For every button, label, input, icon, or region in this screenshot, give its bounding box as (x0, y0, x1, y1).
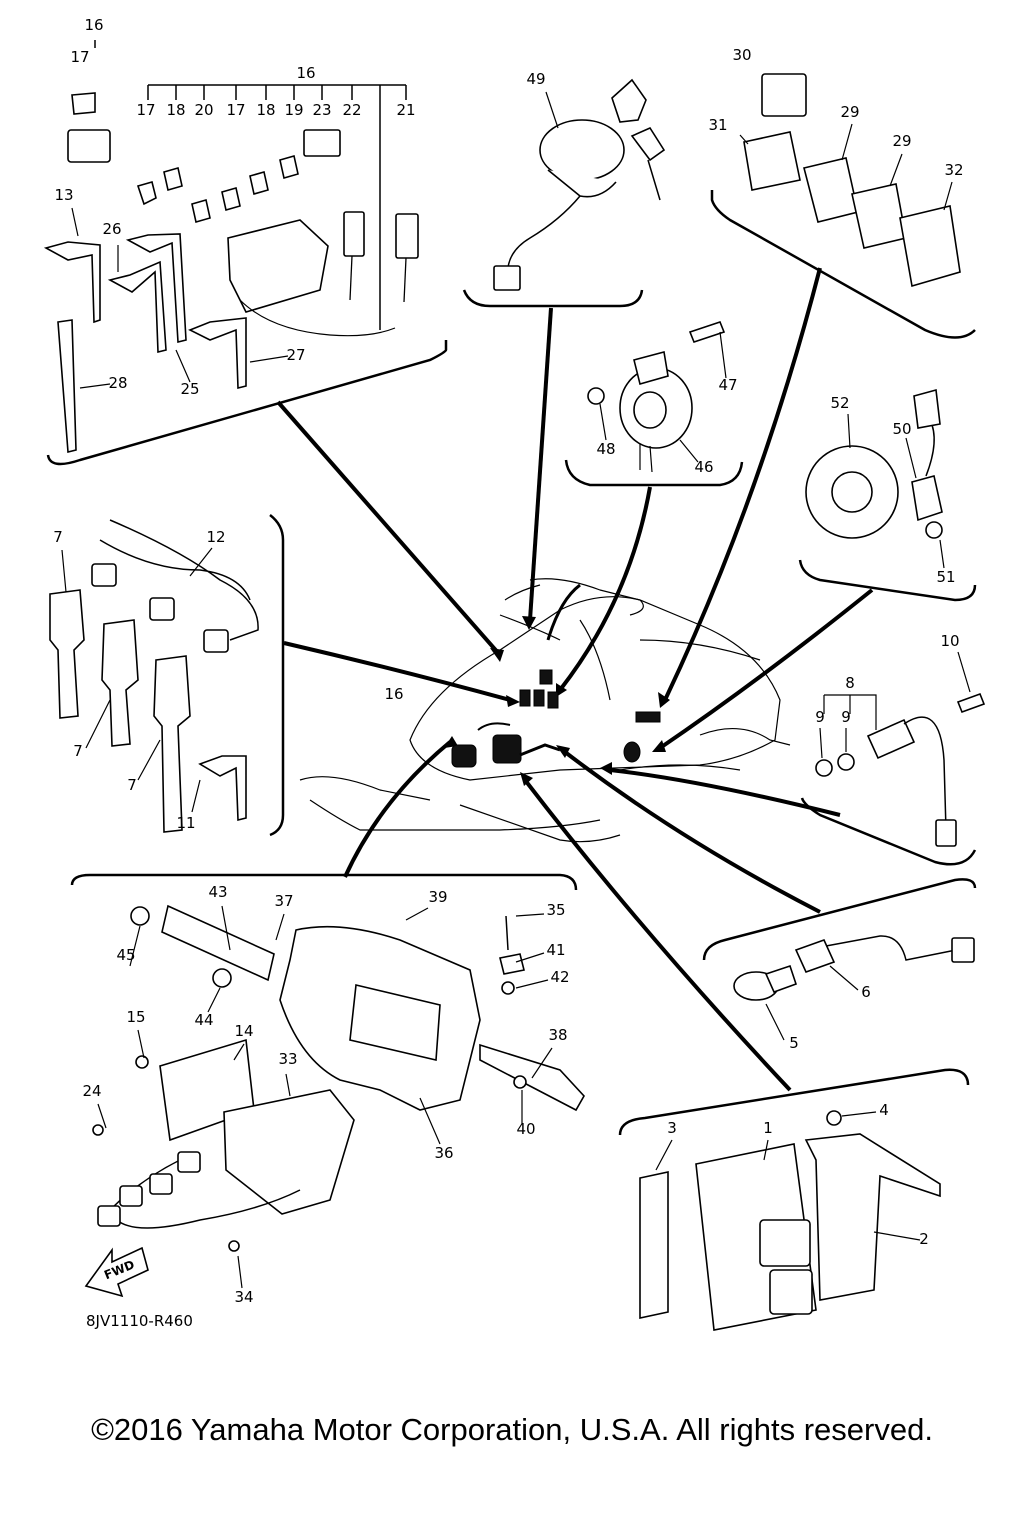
callout-6: 6 (861, 983, 871, 1001)
callout-18: 18 (166, 101, 185, 119)
ecu-bracket-group (84, 904, 585, 1298)
callout-17: 17 (226, 101, 245, 119)
callout-15: 15 (126, 1008, 145, 1026)
callout-1: 1 (763, 1119, 773, 1137)
callout-34: 34 (234, 1288, 253, 1306)
callout-2: 2 (919, 1230, 929, 1248)
callout-7: 7 (53, 528, 63, 546)
callout-41: 41 (546, 941, 565, 959)
callout-48: 48 (596, 440, 615, 458)
callout-33: 33 (278, 1050, 297, 1068)
callout-29: 29 (892, 132, 911, 150)
callout-22: 22 (342, 101, 361, 119)
callout-49: 49 (526, 70, 545, 88)
callout-29: 29 (840, 103, 859, 121)
callout-50: 50 (892, 420, 911, 438)
callout-5: 5 (789, 1034, 799, 1052)
callout-47: 47 (718, 376, 737, 394)
speed-sensor-group (805, 388, 945, 569)
callout-21: 21 (396, 101, 415, 119)
fwd-arrow-icon (84, 1246, 149, 1298)
callout-7: 7 (127, 776, 137, 794)
callout-30: 30 (732, 46, 751, 64)
copyright-notice: ©2016 Yamaha Motor Corporation, U.S.A. A… (91, 1412, 933, 1447)
callout-43: 43 (208, 883, 227, 901)
callout-9: 9 (815, 708, 825, 726)
callout-46: 46 (694, 458, 713, 476)
callout-17: 17 (136, 101, 155, 119)
callout-31: 31 (708, 116, 727, 134)
callout-27: 27 (286, 346, 305, 364)
callout-3: 3 (667, 1119, 677, 1137)
snowmobile-vehicle (299, 578, 791, 843)
callout-11: 11 (176, 814, 195, 832)
fuse-box-group (43, 40, 419, 454)
callout-23: 23 (312, 101, 331, 119)
relay-group (739, 73, 961, 288)
callout-45: 45 (116, 946, 135, 964)
main-switch-group (493, 78, 666, 291)
callout-16: 16 (296, 64, 315, 82)
horn-group (587, 321, 727, 473)
callout-28: 28 (108, 374, 127, 392)
callout-24: 24 (82, 1082, 101, 1100)
leader-arrowheads (444, 616, 670, 786)
callout-36: 36 (434, 1144, 453, 1162)
callout-14: 14 (234, 1022, 253, 1040)
callout-26: 26 (102, 220, 121, 238)
callout-51: 51 (936, 568, 955, 586)
callout-9: 9 (841, 708, 851, 726)
callout-40: 40 (516, 1120, 535, 1138)
callout-12: 12 (206, 528, 225, 546)
callout-20: 20 (194, 101, 213, 119)
callout-7: 7 (73, 742, 83, 760)
callout-38: 38 (548, 1026, 567, 1044)
drawing-code: 8JV1110-R460 (86, 1312, 193, 1330)
callout-32: 32 (944, 161, 963, 179)
callout-4: 4 (879, 1101, 889, 1119)
callout-39: 39 (428, 888, 447, 906)
callout-8: 8 (845, 674, 855, 692)
vehicle-components (451, 583, 661, 768)
callout-16: 16 (384, 685, 403, 703)
ecu-group (639, 1110, 941, 1331)
callout-17: 17 (70, 48, 89, 66)
pressure-switch-group (733, 935, 975, 1041)
temp-sensor-group (815, 651, 986, 847)
callout-52: 52 (830, 394, 849, 412)
callout-37: 37 (274, 892, 293, 910)
callout-16: 16 (84, 16, 103, 34)
callout-25: 25 (180, 380, 199, 398)
callout-18: 18 (256, 101, 275, 119)
panel-outlines (46, 190, 977, 1136)
plug-cap-group (49, 519, 259, 833)
callout-10: 10 (940, 632, 959, 650)
callout-42: 42 (550, 968, 569, 986)
callout-44: 44 (194, 1011, 213, 1029)
callout-13: 13 (54, 186, 73, 204)
callout-35: 35 (546, 901, 565, 919)
callout-19: 19 (284, 101, 303, 119)
